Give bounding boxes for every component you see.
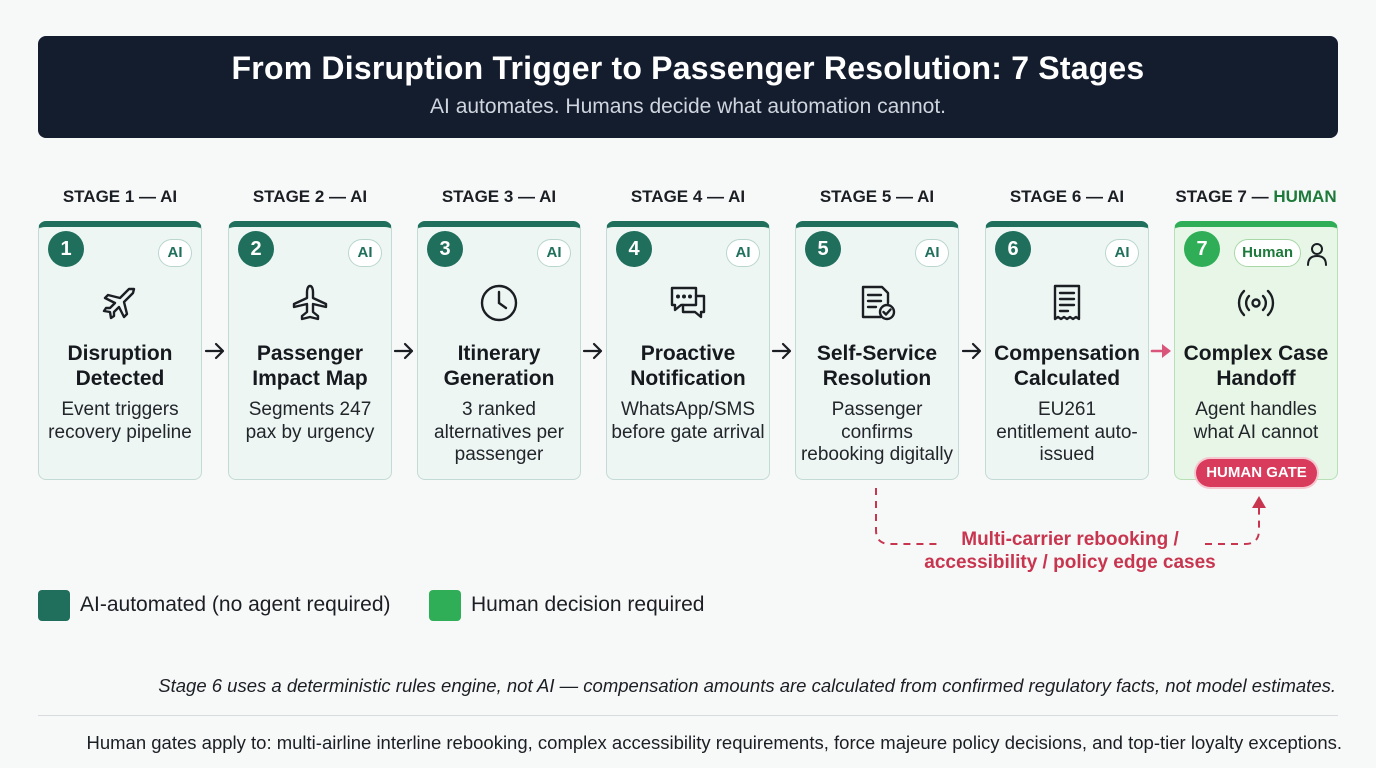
stage-description: Passenger confirms rebooking digitally <box>800 399 954 465</box>
escalation-connector <box>875 488 1266 545</box>
arrow-right-icon <box>961 342 982 360</box>
stage-description: Agent handles what AI cannot <box>1193 399 1319 443</box>
human-gate-badge: HUMAN GATE <box>1196 459 1317 487</box>
stage-name: Complex Case Handoff <box>1183 342 1329 390</box>
page-subtitle: AI automates. Humans decide what automat… <box>430 95 946 118</box>
stage-7-label-prefix: STAGE 7 — <box>1175 187 1274 206</box>
stage-name: Itinerary Generation <box>443 342 555 390</box>
clock-icon <box>480 284 518 322</box>
ai-tag: AI <box>726 239 760 267</box>
stage-6-label: STAGE 6 — AI <box>1009 187 1125 206</box>
stage-6-note: Stage 6 uses a deterministic rules engin… <box>158 675 1336 696</box>
stage-card-1: 1 AI Disruption Detected Event triggers … <box>38 221 202 480</box>
airplane-topdown-icon <box>292 284 328 321</box>
stage-number-badge: 5 <box>805 231 841 267</box>
stage-name: Compensation Calculated <box>994 342 1140 390</box>
stage-2-label: STAGE 2 — AI <box>252 187 368 206</box>
stage-description: WhatsApp/SMS before gate arrival <box>611 399 765 443</box>
stage-card-2: 2 AI Passenger Impact Map Segments 247 p… <box>228 221 392 480</box>
stage-number-badge: 3 <box>427 231 463 267</box>
human-handoff-arrow-icon <box>1150 344 1171 358</box>
escalation-label-line-1: Multi-carrier rebooking / <box>961 529 1179 550</box>
header-banner: From Disruption Trigger to Passenger Res… <box>38 36 1338 138</box>
arrow-right-icon <box>582 342 603 360</box>
ai-tag: AI <box>915 239 949 267</box>
escalation-label: Multi-carrier rebooking / accessibility … <box>920 528 1220 574</box>
ai-tag: AI <box>537 239 571 267</box>
stage-description: Segments 247 pax by urgency <box>245 399 375 443</box>
person-icon <box>1307 243 1327 266</box>
arrow-right-icon <box>393 342 414 360</box>
stage-number-badge: 2 <box>238 231 274 267</box>
stage-1-label: STAGE 1 — AI <box>62 187 178 206</box>
stage-number-badge: 6 <box>995 231 1031 267</box>
ai-tag: AI <box>158 239 192 267</box>
document-check-icon <box>861 285 896 321</box>
chat-bubbles-icon <box>670 286 706 319</box>
stage-5-label: STAGE 5 — AI <box>819 187 935 206</box>
stage-3-label: STAGE 3 — AI <box>441 187 557 206</box>
stage-card-6: 6 AI Compensation Calculated EU261 entit… <box>985 221 1149 480</box>
stage-number-badge: 7 <box>1184 231 1220 267</box>
stage-number-badge: 4 <box>616 231 652 267</box>
stage-number-badge: 1 <box>48 231 84 267</box>
arrow-right-icon <box>771 342 792 360</box>
legend-swatch-human <box>429 590 461 621</box>
arrow-right-icon <box>204 342 225 360</box>
stage-7-label: STAGE 7 — HUMAN <box>1174 187 1338 207</box>
human-tag: Human <box>1234 239 1301 267</box>
stage-card-5: 5 AI Self-Service Resolution Passenger c… <box>795 221 959 480</box>
stage-name: Proactive Notification <box>630 342 746 390</box>
plane-icon <box>102 287 136 320</box>
footer-note: Human gates apply to: multi-airline inte… <box>86 732 1342 753</box>
stage-description: Event triggers recovery pipeline <box>48 399 192 443</box>
legend-label-ai: AI-automated (no agent required) <box>80 593 391 616</box>
receipt-icon <box>1053 284 1081 321</box>
ai-tag: AI <box>348 239 382 267</box>
stage-name: Disruption Detected <box>67 342 173 390</box>
broadcast-icon <box>1237 289 1275 317</box>
stage-description: EU261 entitlement auto-issued <box>996 399 1138 465</box>
stage-card-4: 4 AI Proactive Notification WhatsApp/SMS… <box>606 221 770 480</box>
stage-card-7: 7 Human Complex Case Handoff Agent handl… <box>1174 221 1338 480</box>
stage-7-label-human: HUMAN <box>1273 187 1337 206</box>
legend-label-human: Human decision required <box>471 593 705 616</box>
escalation-label-line-2: accessibility / policy edge cases <box>924 552 1216 573</box>
page-title: From Disruption Trigger to Passenger Res… <box>231 50 1145 86</box>
stage-description: 3 ranked alternatives per passenger <box>434 399 564 465</box>
stage-card-3: 3 AI Itinerary Generation 3 ranked alter… <box>417 221 581 480</box>
ai-tag: AI <box>1105 239 1139 267</box>
stage-name: Passenger Impact Map <box>252 342 368 390</box>
divider <box>38 715 1338 716</box>
stage-name: Self-Service Resolution <box>816 342 938 390</box>
stage-4-label: STAGE 4 — AI <box>630 187 746 206</box>
legend-swatch-ai <box>38 590 70 621</box>
